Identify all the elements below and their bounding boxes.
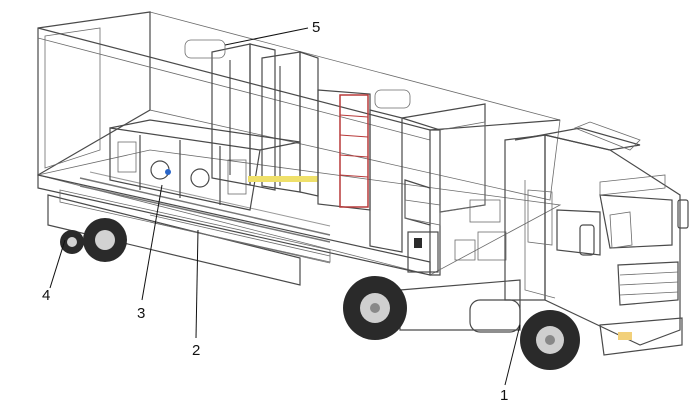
ac-unit-left: [184, 39, 226, 59]
callout-3: 3: [137, 184, 163, 322]
ac-units: [184, 39, 411, 109]
callout-label-2: 2: [192, 342, 200, 359]
red-box: [454, 239, 476, 261]
trailer-wheels: [60, 218, 127, 262]
callout-label-5: 5: [312, 19, 320, 36]
blue-box-2: [477, 231, 507, 261]
equipment-racks: [211, 43, 319, 197]
supply-boxes: [454, 199, 507, 261]
trailer-floor: [37, 149, 562, 276]
floor-rails: [79, 171, 331, 243]
test-frame-assembly: [109, 119, 301, 211]
partition-walls: [369, 103, 486, 253]
callout-2: 2: [192, 229, 200, 359]
callout-label-1: 1: [500, 387, 508, 404]
callout-4: 4: [42, 239, 66, 304]
ac-unit-right: [374, 89, 411, 109]
callout-label-3: 3: [137, 305, 145, 322]
operator-seat: [404, 179, 441, 226]
callout-label-4: 4: [42, 287, 50, 304]
blue-box-1: [469, 199, 501, 223]
windshield: [599, 194, 673, 249]
trailer: [37, 11, 562, 286]
callout-1: 1: [500, 324, 521, 404]
tractor-wheels: [343, 276, 580, 370]
cab-side-window: [556, 209, 601, 256]
callout-5: 5: [224, 19, 320, 46]
control-cabinet: [407, 231, 439, 273]
